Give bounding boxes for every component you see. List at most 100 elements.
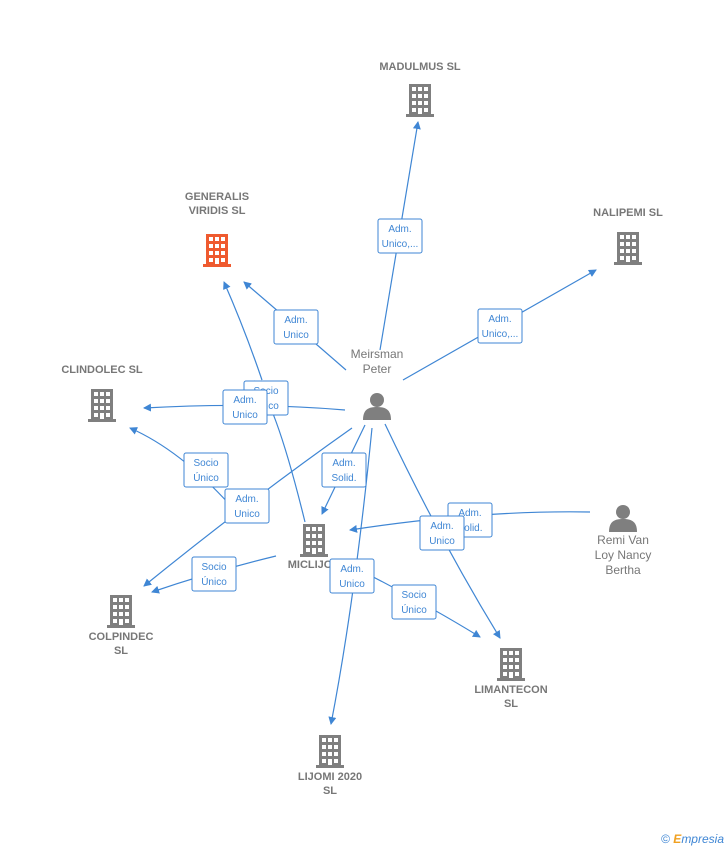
relation-text: Unico	[232, 410, 258, 421]
person-icon	[363, 393, 391, 420]
person-name-line: Meirsman	[351, 347, 404, 361]
relation-box	[273, 309, 319, 345]
company-name-line: COLPINDEC	[89, 631, 154, 643]
person-name-line: Bertha	[605, 563, 641, 577]
person-name-line: Peter	[363, 362, 392, 376]
relation-box	[391, 584, 437, 620]
relation-label-r5[interactable]: Adm. Unico	[222, 389, 268, 425]
relation-text: Adm.	[332, 458, 355, 469]
building-icon	[614, 232, 642, 265]
brand-initial: E	[673, 832, 682, 846]
relation-text: Adm.	[235, 494, 258, 505]
relation-text: Unico	[429, 536, 455, 547]
company-node-madulmus[interactable]: MADULMUS SL	[379, 61, 461, 117]
company-node-nalipemi[interactable]: NALIPEMI SL	[593, 207, 663, 265]
building-icon	[107, 595, 135, 628]
relation-text: Único	[401, 603, 427, 616]
company-name: LIMANTECON SL	[474, 684, 547, 710]
nodes-layer: MADULMUS SL GENERALIS VIRIDIS SL NALIPEMI S…	[61, 61, 663, 797]
building-icon	[88, 389, 116, 422]
company-node-clindolec[interactable]: CLINDOLEC SL	[61, 364, 143, 422]
company-name-line: NALIPEMI SL	[593, 207, 663, 219]
relation-text: Adm.	[430, 521, 453, 532]
relation-text: Adm.	[388, 224, 411, 235]
relation-text: Unico	[234, 509, 260, 520]
person-name-line: Remi Van	[597, 533, 649, 547]
relation-label-r3[interactable]: Adm. Unico	[273, 309, 319, 345]
copyright-symbol: ©	[661, 832, 670, 846]
relation-label-r8[interactable]: Adm. Unico	[224, 488, 270, 524]
company-node-colpindec[interactable]: COLPINDEC SL	[89, 595, 154, 657]
company-name-line: SL	[114, 645, 128, 657]
relation-label-r12[interactable]: Adm. Unico	[329, 558, 375, 594]
person-name-line: Loy Nancy	[595, 548, 652, 562]
relation-box	[377, 218, 423, 254]
relation-box	[419, 515, 465, 551]
person-icon	[609, 505, 637, 532]
relation-text: Único	[201, 575, 227, 588]
relation-text: Solid.	[457, 523, 482, 534]
company-name-line: MADULMUS SL	[379, 61, 461, 73]
company-name-line: CLINDOLEC SL	[61, 364, 143, 376]
company-name: CLINDOLEC SL	[61, 364, 143, 376]
company-node-limantecon[interactable]: LIMANTECON SL	[474, 648, 548, 710]
relation-box	[183, 452, 229, 488]
relation-text: Adm.	[340, 564, 363, 575]
company-name-line: LIJOMI 2020	[298, 771, 362, 783]
company-name-line: VIRIDIS SL	[189, 205, 246, 217]
relation-label-r2[interactable]: Adm. Unico,...	[477, 308, 523, 344]
building-icon	[497, 648, 525, 681]
relation-text: Unico	[339, 579, 365, 590]
company-node-generalis[interactable]: GENERALIS VIRIDIS SL	[185, 191, 249, 267]
building-icon	[203, 234, 231, 267]
relation-text: Adm.	[458, 508, 481, 519]
footer-brand[interactable]: © Empresia	[661, 832, 724, 846]
relation-text: Único	[193, 471, 219, 484]
building-icon	[406, 84, 434, 117]
company-name: COLPINDEC SL	[89, 631, 154, 657]
relation-text: Unico	[283, 330, 309, 341]
relation-text: Adm.	[488, 314, 511, 325]
company-name-line: SL	[504, 698, 518, 710]
company-name: NALIPEMI SL	[593, 207, 663, 219]
connection-edge	[223, 281, 263, 381]
relation-text: Unico,...	[482, 329, 519, 340]
company-name: MADULMUS SL	[379, 61, 461, 73]
relation-box	[191, 556, 237, 592]
building-icon	[300, 524, 328, 557]
company-name-line: LIMANTECON	[474, 684, 547, 696]
relation-box	[477, 308, 523, 344]
relation-label-r11[interactable]: Adm. Unico	[419, 515, 465, 551]
relation-text: Adm.	[233, 395, 256, 406]
relation-text: Adm.	[284, 315, 307, 326]
brand-name: mpresia	[681, 832, 724, 846]
relation-label-r7[interactable]: Adm. Solid.	[321, 452, 367, 488]
company-name-line: SL	[323, 785, 337, 797]
relation-box	[224, 488, 270, 524]
relation-box	[329, 558, 375, 594]
relation-box	[321, 452, 367, 488]
relation-labels-layer: Adm.Unico,...Adm.Unico,...Adm.UnicoSocio…	[183, 218, 523, 620]
company-node-miclijor[interactable]: MICLIJOR	[288, 524, 341, 571]
connection-edge	[129, 427, 231, 506]
relation-text: Socio	[193, 458, 218, 469]
relation-text: Solid.	[331, 473, 356, 484]
company-name: GENERALIS VIRIDIS SL	[185, 191, 249, 217]
relation-label-r1[interactable]: Adm. Unico,...	[377, 218, 423, 254]
building-icon	[316, 735, 344, 768]
company-name-line: MICLIJOR	[288, 559, 341, 571]
company-name: MICLIJOR	[288, 559, 341, 571]
relation-text: Unico,...	[382, 239, 419, 250]
company-name-line: GENERALIS	[185, 191, 249, 203]
